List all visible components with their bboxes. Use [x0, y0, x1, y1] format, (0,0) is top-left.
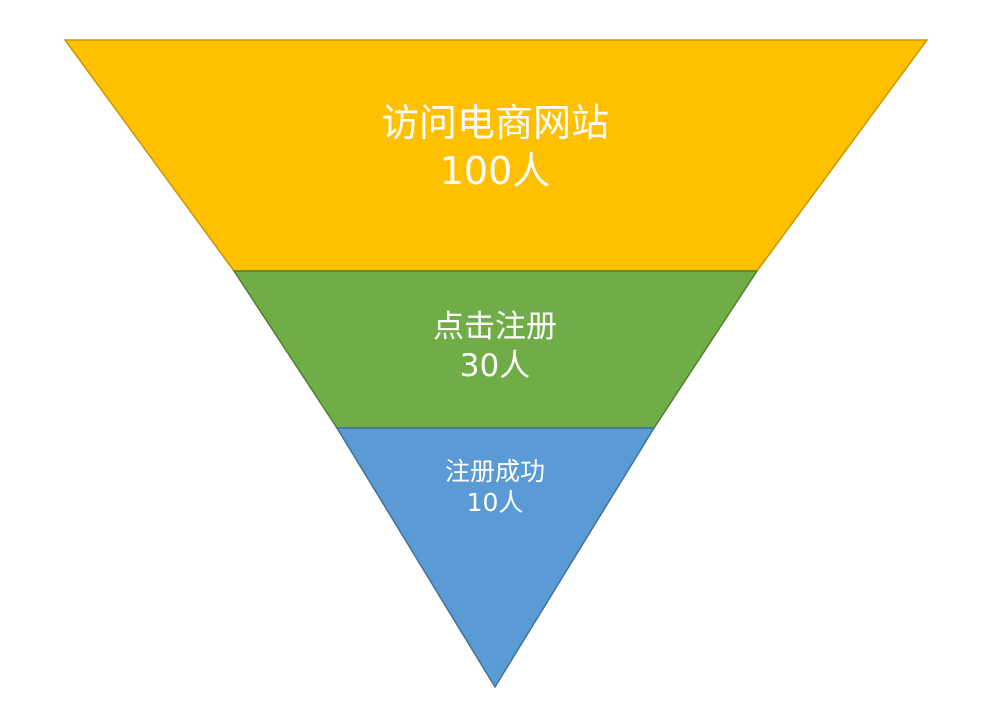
stage-count: 30人	[459, 347, 531, 384]
stage-count: 100人	[439, 148, 551, 193]
funnel-stage-1-label: 访问电商网站 100人	[381, 100, 609, 195]
stage-count: 10人	[466, 488, 524, 518]
funnel-stage-2-label: 点击注册 30人	[433, 308, 557, 386]
stage-name: 点击注册	[433, 309, 557, 345]
stage-name: 注册成功	[444, 457, 546, 486]
funnel-stage-3-shape	[335, 427, 656, 689]
funnel-stage-3-label: 注册成功 10人	[445, 456, 545, 519]
stage-name: 访问电商网站	[380, 101, 610, 145]
